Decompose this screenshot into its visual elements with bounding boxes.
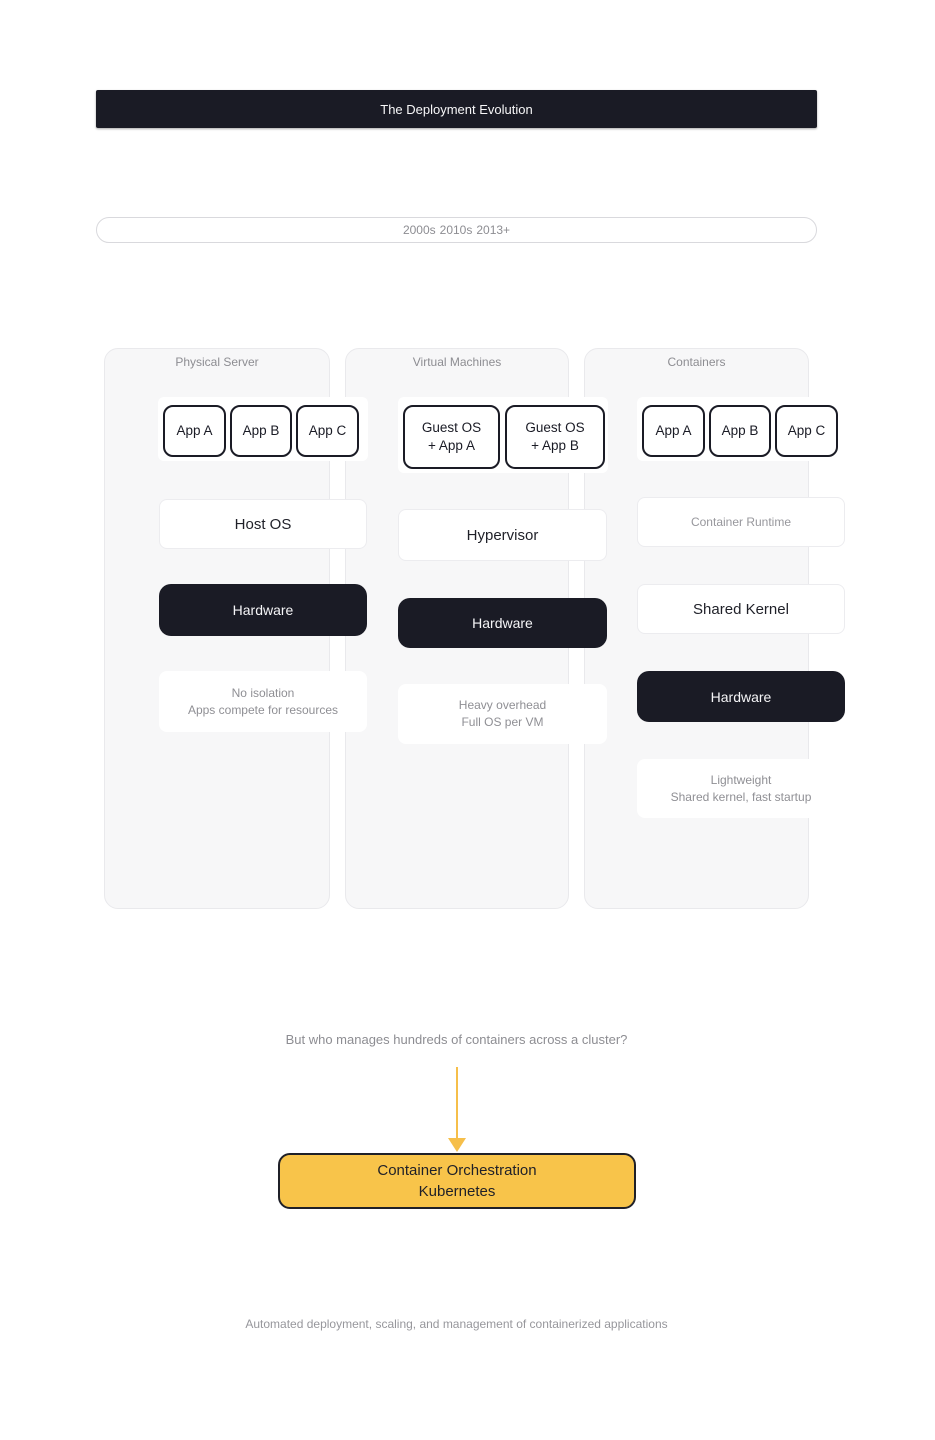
header-banner: The Deployment Evolution (96, 90, 817, 128)
physical-app-c-box: App C (296, 405, 359, 457)
page-title: The Deployment Evolution (380, 101, 533, 117)
hypervisor-box: Hypervisor (398, 509, 607, 561)
container-caption-box: Lightweight Shared kernel, fast startup (637, 759, 845, 818)
vm-caption-box: Heavy overhead Full OS per VM (398, 684, 607, 744)
down-arrow-line (456, 1067, 458, 1139)
physical-hardware-box: Hardware (159, 584, 367, 636)
timeline-era-2000s: 2000s (402, 223, 436, 237)
shared-kernel-box: Shared Kernel (637, 584, 845, 634)
column-title-physical-server: Physical Server (175, 355, 259, 369)
kubernetes-box: Container Orchestration Kubernetes (278, 1153, 636, 1209)
timeline-era-2013plus: 2013+ (476, 223, 511, 237)
orchestration-question: But who manages hundreds of containers a… (285, 1031, 628, 1047)
timeline-era-2010s: 2010s (439, 223, 473, 237)
container-app-b-box: App B (709, 405, 771, 457)
column-title-containers: Containers (667, 355, 726, 369)
timeline-bar: 2000s 2010s 2013+ (96, 217, 817, 243)
vm-guest-os-app-b-box: Guest OS + App B (505, 405, 605, 469)
container-hardware-box: Hardware (637, 671, 845, 722)
container-runtime-box: Container Runtime (637, 497, 845, 547)
physical-app-a-box: App A (163, 405, 226, 457)
vm-guest-os-app-a-box: Guest OS + App A (403, 405, 500, 469)
container-app-c-box: App C (775, 405, 838, 457)
host-os-box: Host OS (159, 499, 367, 549)
down-arrow-icon (448, 1138, 466, 1152)
column-title-virtual-machines: Virtual Machines (412, 355, 502, 369)
orchestration-caption: Automated deployment, scaling, and manag… (245, 1317, 668, 1331)
physical-app-b-box: App B (230, 405, 292, 457)
vm-hardware-box: Hardware (398, 598, 607, 648)
physical-caption-box: No isolation Apps compete for resources (159, 671, 367, 732)
container-app-a-box: App A (642, 405, 705, 457)
